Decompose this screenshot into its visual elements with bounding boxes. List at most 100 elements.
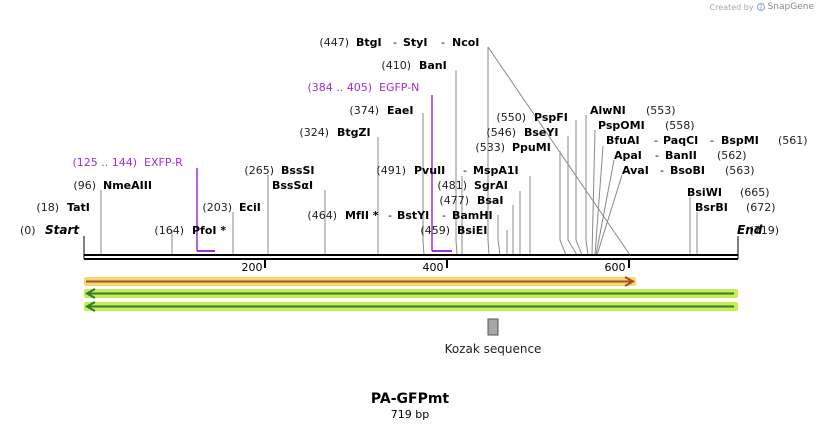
site-ecii[interactable]: EciI — [239, 201, 261, 214]
leader-avai — [596, 174, 623, 256]
site-pos-ecii: (203) — [202, 201, 232, 214]
site-bsssai[interactable]: BssSαI — [272, 179, 313, 192]
site-pos-apai: (562) — [717, 149, 747, 162]
site-banii[interactable]: BanII — [665, 149, 697, 162]
leader-pspfi — [575, 120, 583, 256]
site-pos-mfli: (464) — [307, 209, 337, 222]
site-pos-sgrai: (481) — [437, 179, 467, 192]
site-sep: - — [388, 209, 392, 222]
primer-egfp-n-marker — [431, 95, 452, 252]
site-sep: - — [655, 149, 659, 162]
feature-green-reverse-1[interactable] — [84, 288, 738, 299]
site-eaei[interactable]: EaeI — [387, 104, 414, 117]
leader-pspomi — [591, 129, 596, 256]
tick-label-400: 400 — [423, 261, 444, 274]
site-tati[interactable]: TatI — [67, 201, 90, 214]
primer-exfp-r-range: (125 .. 144) — [72, 156, 137, 169]
site-sep: - — [660, 164, 664, 177]
site-bsrbi[interactable]: BsrBI — [695, 201, 728, 214]
site-sep: - — [710, 134, 714, 147]
site-pos-nmeaiii: (96) — [73, 179, 96, 192]
site-pos-pfoi: (164) — [154, 224, 184, 237]
site-bfuai[interactable]: BfuAI — [606, 134, 640, 147]
site-bani[interactable]: BanI — [419, 59, 447, 72]
leader-ncoi-diag — [487, 46, 631, 256]
site-nmeaiii[interactable]: NmeAIII — [103, 179, 152, 192]
tick-label-600: 600 — [605, 261, 626, 274]
site-styi[interactable]: StyI — [403, 36, 427, 49]
sequence-title: PA-GFPmt — [371, 391, 450, 407]
kozak-sequence-box[interactable] — [487, 318, 499, 336]
site-bamhi[interactable]: BamHI — [452, 209, 493, 222]
feature-orange-forward[interactable] — [84, 276, 636, 287]
feature-green-reverse-2[interactable] — [84, 301, 738, 312]
site-sep: - — [393, 36, 397, 49]
leader-btgi — [487, 47, 490, 256]
site-pos-bsiei: (459) — [420, 224, 450, 237]
snapgene-logo-icon — [756, 3, 765, 11]
site-avai[interactable]: AvaI — [622, 164, 649, 177]
site-mfli[interactable]: MfII * — [345, 209, 379, 222]
site-bsobi[interactable]: BsoBI — [670, 164, 705, 177]
primer-egfp-n-name[interactable]: EGFP-N — [379, 81, 419, 94]
leader-bani — [455, 70, 458, 256]
site-pos-pspfi: (550) — [496, 111, 526, 124]
site-bstyi[interactable]: BstYI — [397, 209, 429, 222]
site-sep: - — [442, 209, 446, 222]
site-pos-btgi: (447) — [319, 36, 349, 49]
leader-eaei — [422, 113, 425, 256]
site-sep: - — [654, 134, 658, 147]
kozak-sequence-label: Kozak sequence — [445, 342, 542, 356]
dna-backbone — [83, 236, 739, 260]
site-bseyi[interactable]: BseYI — [524, 126, 558, 139]
site-pfoi[interactable]: PfoI * — [192, 224, 226, 237]
site-sep: - — [441, 36, 445, 49]
site-pvuii[interactable]: PvuII — [414, 164, 445, 177]
site-pos-bani: (410) — [381, 59, 411, 72]
leader-ppumi — [559, 151, 567, 256]
site-leader-lines — [100, 46, 698, 256]
site-mspa1i[interactable]: MspA1I — [473, 164, 519, 177]
end-position: (719) — [749, 224, 779, 237]
site-ppumi[interactable]: PpuMI — [512, 141, 551, 154]
leader-alwni — [585, 115, 589, 256]
site-pos-bsiwi: (665) — [740, 186, 770, 199]
leader-bseyi — [567, 136, 578, 256]
site-paqci[interactable]: PaqCI — [663, 134, 698, 147]
site-pos-eaei: (374) — [349, 104, 379, 117]
site-pos-btgzi: (324) — [299, 126, 329, 139]
primer-exfp-r-name[interactable]: EXFP-R — [144, 156, 183, 169]
site-bspmi[interactable]: BspMI — [721, 134, 759, 147]
site-pspomi[interactable]: PspOMI — [598, 119, 645, 132]
sequence-length: 719 bp — [391, 408, 429, 421]
site-bsiwi[interactable]: BsiWI — [687, 186, 722, 199]
tick-label-200: 200 — [242, 261, 263, 274]
site-pos-pspomi: (558) — [665, 119, 695, 132]
site-pos-bseyi: (546) — [486, 126, 516, 139]
credit-prefix: Created by — [709, 2, 754, 12]
site-btgi[interactable]: BtgI — [356, 36, 382, 49]
site-pos-bsssi: (265) — [244, 164, 274, 177]
site-pos-bfuai: (561) — [778, 134, 808, 147]
site-pos-avai: (563) — [725, 164, 755, 177]
site-pos-tati: (18) — [36, 201, 59, 214]
site-bsiei[interactable]: BsiEI — [457, 224, 487, 237]
site-pos-bsrbi: (672) — [746, 201, 776, 214]
site-alwni[interactable]: AlwNI — [590, 104, 626, 117]
site-ncoi[interactable]: NcoI — [452, 36, 479, 49]
leader-apai — [595, 159, 615, 256]
site-pspfi[interactable]: PspFI — [534, 111, 568, 124]
primer-egfp-n-range: (384 .. 405) — [307, 81, 372, 94]
site-bsssi[interactable]: BssSI — [281, 164, 315, 177]
start-label: Start — [45, 223, 80, 237]
site-sgrai[interactable]: SgrAI — [474, 179, 508, 192]
site-bsai[interactable]: BsaI — [477, 194, 503, 207]
credit-brand: SnapGene — [767, 2, 814, 12]
site-pos-alwni: (553) — [646, 104, 676, 117]
site-btgzi[interactable]: BtgZI — [337, 126, 371, 139]
primer-exfp-r-marker — [196, 168, 215, 252]
snapgene-credit: Created by SnapGene — [710, 2, 814, 12]
leader-mfli — [497, 215, 501, 256]
site-apai[interactable]: ApaI — [614, 149, 642, 162]
ruler-ticks: 200 400 600 — [242, 259, 630, 274]
